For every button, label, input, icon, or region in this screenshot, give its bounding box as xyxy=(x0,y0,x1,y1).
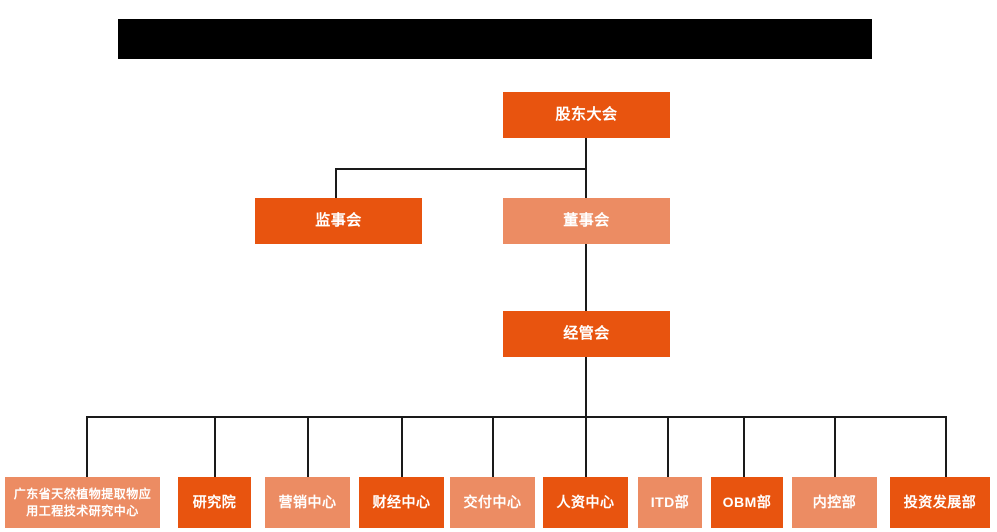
connector-drop-6 xyxy=(585,416,587,477)
org-node-label: 人资中心 xyxy=(556,493,615,510)
org-node-marketing-center[interactable]: 营销中心 xyxy=(265,477,350,528)
org-node-label: 投资发展部 xyxy=(903,493,977,510)
connector-drop-5 xyxy=(492,416,494,477)
org-node-investment-dev-dept[interactable]: 投资发展部 xyxy=(890,477,990,528)
org-node-internal-control-dept[interactable]: 内控部 xyxy=(792,477,877,528)
connector-directors-to-management xyxy=(585,244,587,311)
org-node-delivery-center[interactable]: 交付中心 xyxy=(450,477,535,528)
connector-drop-4 xyxy=(401,416,403,477)
org-node-label: ITD部 xyxy=(650,493,690,510)
connector-drop-7 xyxy=(667,416,669,477)
connector-drop-9 xyxy=(834,416,836,477)
connector-management-stem xyxy=(585,357,587,417)
org-node-shareholders[interactable]: 股东大会 xyxy=(503,92,670,138)
connector-department-bus xyxy=(86,416,946,418)
org-node-research-center[interactable]: 广东省天然植物提取物应 用工程技术研究中心 xyxy=(5,477,160,528)
org-node-label: OBM部 xyxy=(722,493,772,510)
org-node-label: 监事会 xyxy=(315,211,362,229)
org-node-label: 经管会 xyxy=(563,324,610,342)
org-node-label: 研究院 xyxy=(192,493,237,510)
org-node-finance-center[interactable]: 财经中心 xyxy=(359,477,444,528)
org-node-research-institute[interactable]: 研究院 xyxy=(178,477,251,528)
org-node-itd-dept[interactable]: ITD部 xyxy=(638,477,702,528)
org-node-obm-dept[interactable]: OBM部 xyxy=(711,477,783,528)
org-node-label: 广东省天然植物提取物应 用工程技术研究中心 xyxy=(13,487,152,518)
connector-to-directors xyxy=(585,168,587,198)
org-node-management[interactable]: 经管会 xyxy=(503,311,670,357)
connector-drop-8 xyxy=(743,416,745,477)
org-node-hr-center[interactable]: 人资中心 xyxy=(543,477,628,528)
org-node-label: 财经中心 xyxy=(372,493,431,510)
connector-drop-3 xyxy=(307,416,309,477)
org-node-label: 交付中心 xyxy=(463,493,522,510)
connector-drop-2 xyxy=(214,416,216,477)
org-node-label: 营销中心 xyxy=(278,493,337,510)
redacted-title-banner xyxy=(118,19,872,59)
org-node-directors[interactable]: 董事会 xyxy=(503,198,670,244)
connector-to-supervisors xyxy=(335,168,337,198)
org-node-label: 内控部 xyxy=(812,493,857,510)
org-node-supervisors[interactable]: 监事会 xyxy=(255,198,422,244)
connector-drop-10 xyxy=(945,416,947,477)
org-node-label: 股东大会 xyxy=(555,105,618,123)
org-node-label: 董事会 xyxy=(563,211,610,229)
connector-drop-1 xyxy=(86,416,88,477)
connector-tier2-bus xyxy=(335,168,587,170)
connector-shareholders-stem xyxy=(585,138,587,169)
